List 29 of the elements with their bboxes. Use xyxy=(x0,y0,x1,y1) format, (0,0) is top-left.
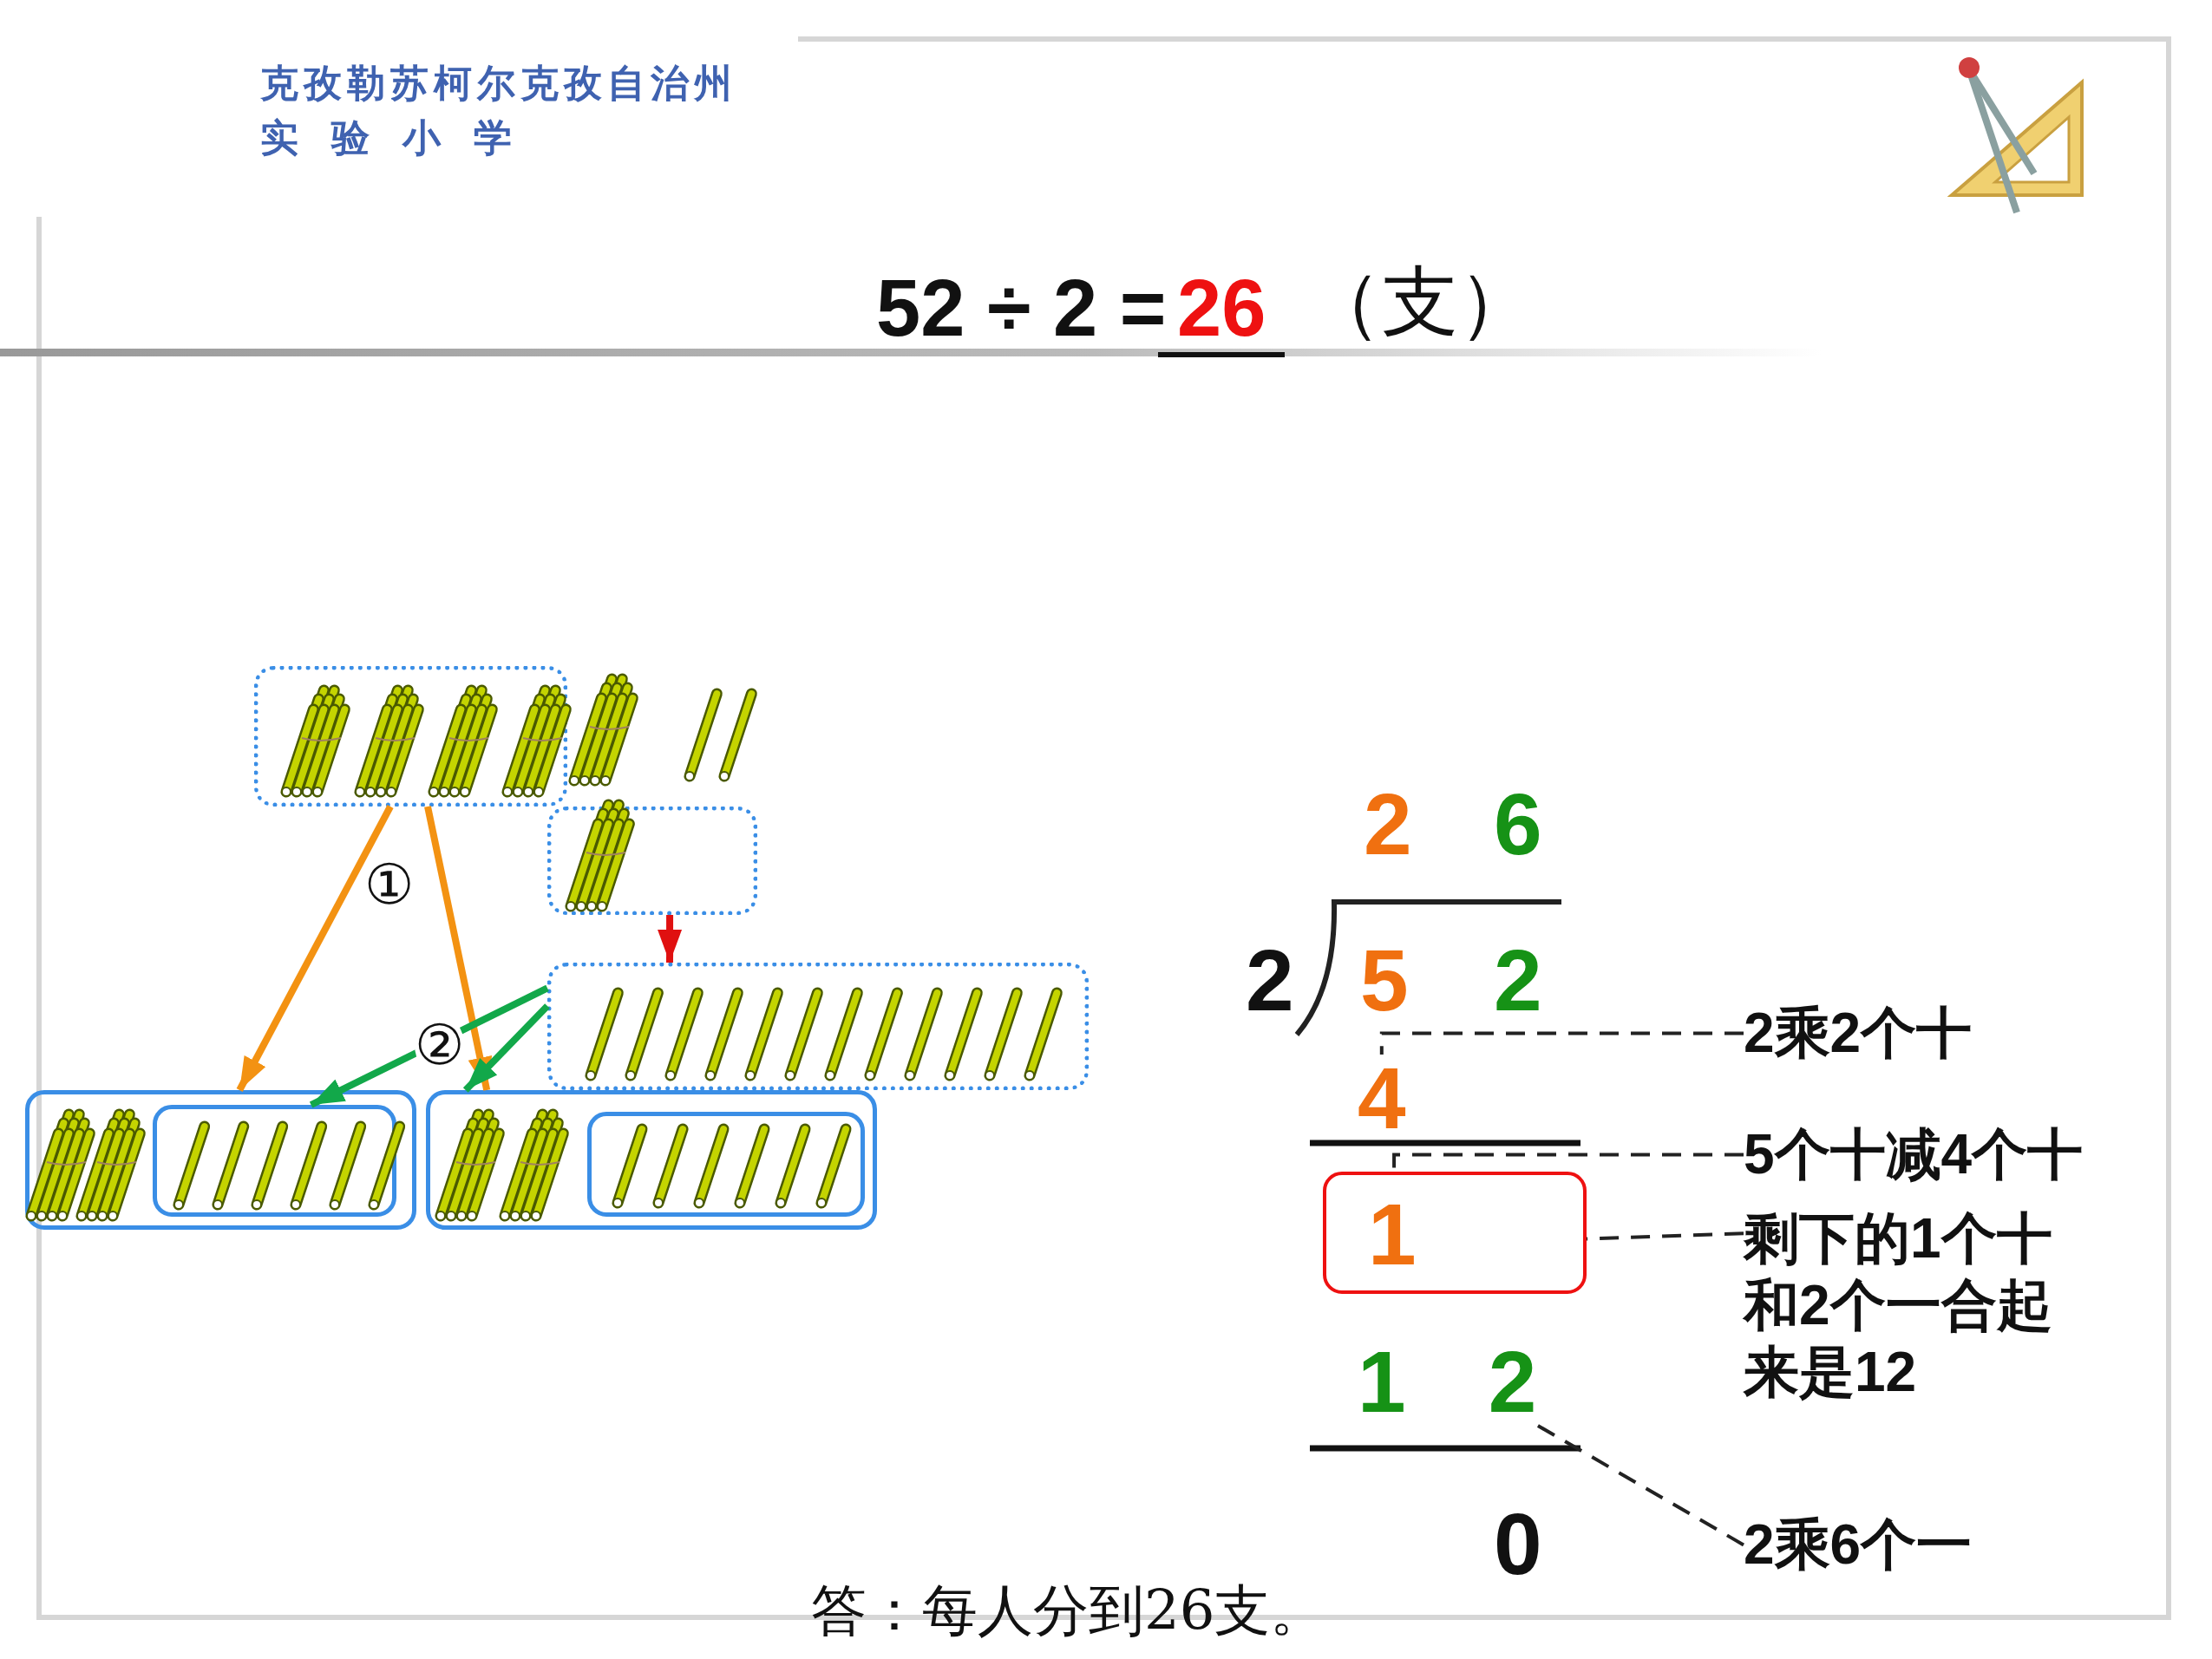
digit: 1 xyxy=(1368,1191,1417,1277)
digit: 2 xyxy=(1488,1338,1537,1425)
leader-line xyxy=(1379,1031,1744,1055)
annotation-text: 5个十减4个十 xyxy=(1744,1121,2084,1188)
digit: 4 xyxy=(1358,1055,1406,1141)
school-name: 实验小学 xyxy=(260,117,545,160)
dotted-group-box xyxy=(547,963,1089,1090)
share-box xyxy=(426,1090,877,1230)
digit: 1 xyxy=(1358,1338,1406,1425)
highlight-box xyxy=(1323,1172,1587,1294)
arrow xyxy=(424,806,493,1091)
digit: 5 xyxy=(1360,932,1409,1028)
leader-line xyxy=(1535,1423,1744,1547)
digit: 2 xyxy=(1246,932,1294,1028)
annotation-text: 2乘2个十 xyxy=(1744,1000,1973,1067)
digit: 0 xyxy=(1494,1496,1542,1591)
share-box xyxy=(25,1090,416,1230)
annotation-text: 2乘6个一 xyxy=(1744,1512,1973,1578)
sticks-group-box xyxy=(587,1112,865,1217)
annotation-text: 剩下的1个十和2个一合起来是12 xyxy=(1744,1205,2084,1406)
leader-line xyxy=(1586,1231,1744,1241)
arrow xyxy=(462,1003,550,1093)
school-name: 克孜勒苏柯尔克孜自治州 xyxy=(260,62,737,105)
digit: 2 xyxy=(1364,776,1412,872)
arrow xyxy=(236,805,394,1092)
answer-sentence: 答：每人分到26支。 xyxy=(811,1580,1326,1642)
digit: 2 xyxy=(1494,932,1542,1028)
unit-text: （支） xyxy=(1306,260,1535,344)
digit: 6 xyxy=(1494,776,1542,872)
